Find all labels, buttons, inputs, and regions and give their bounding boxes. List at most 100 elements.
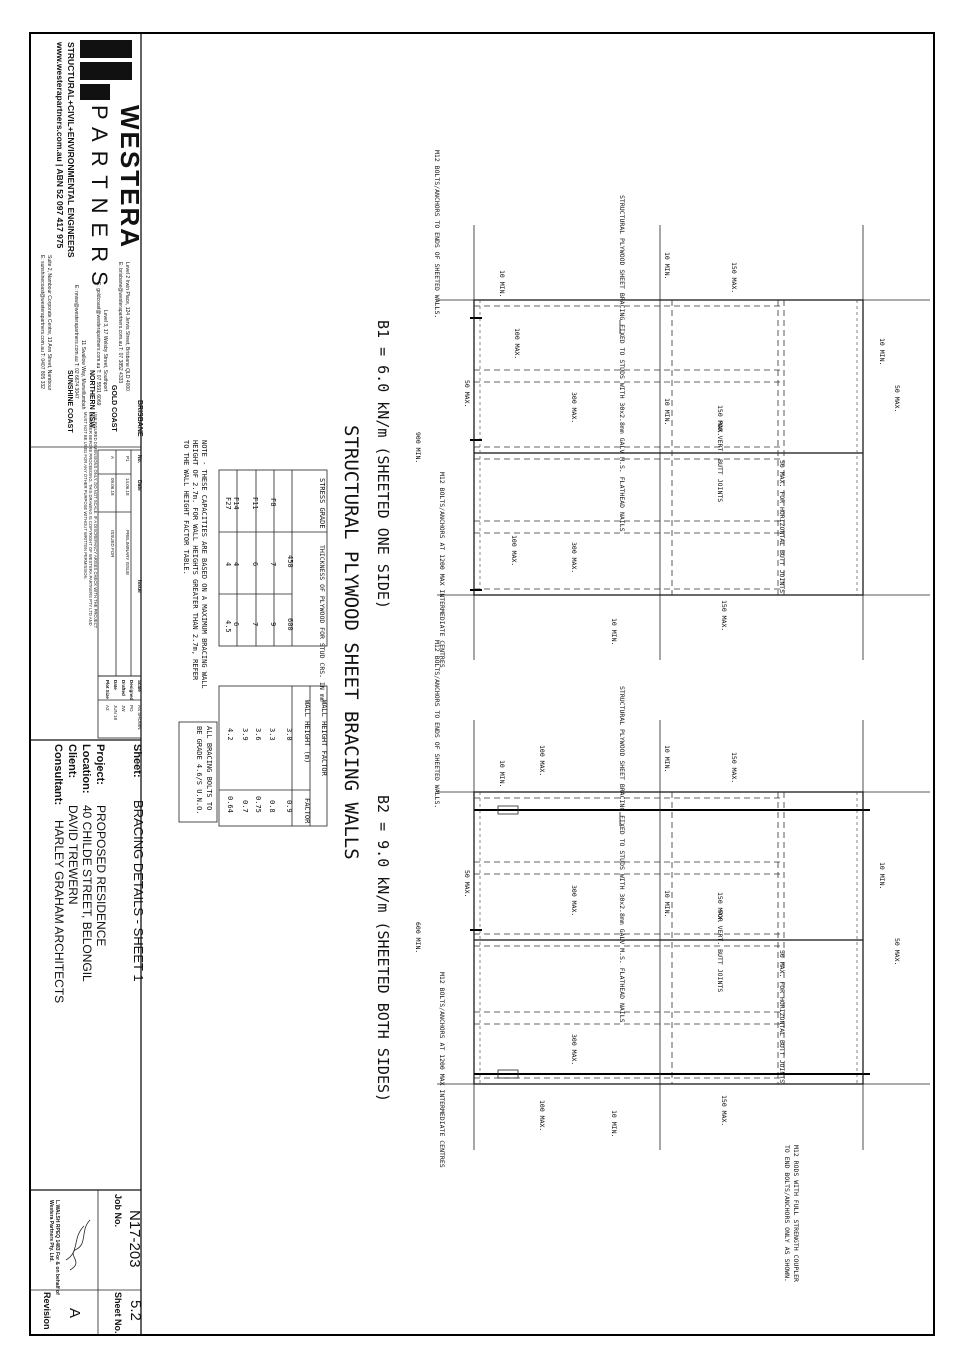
b2-100max-low: 100 MAX. <box>538 1100 546 1131</box>
drawing-title: STRUCTURAL PLYWOOD SHEET BRACING WALLS <box>340 425 362 860</box>
b1-10min-low: 10 MIN. <box>610 618 618 645</box>
factor-row-value: 0.64 <box>226 796 234 813</box>
sheet-label: Sheet: <box>131 744 143 778</box>
stress-row-600: 9 <box>269 622 277 626</box>
sheetno-label: Sheet No. <box>113 1292 123 1334</box>
disclaimer-block: USE FIGURED DIMENSIONS ONLY. DO NOT SCAL… <box>83 412 98 628</box>
b1-m12-ends-note: M12 BOLTS/ANCHORS TO ENDS OF SHEETED WAL… <box>433 150 441 318</box>
company-tagline: STRUCTURAL+CIVIL+ENVIRONMENTAL ENGINEERS <box>66 42 76 258</box>
rev-row-date: 09.06.18 <box>110 478 115 496</box>
b2-horiz-butt: 50 MAX. FOR HORIZONTAL BUTT JOINTS <box>778 950 786 1083</box>
svg-text:JW: JW <box>121 705 126 712</box>
revision-value: A <box>66 1308 83 1318</box>
b2-vert-butt: FOR VERT. BUTT JOINTS <box>716 910 724 992</box>
consultant-value: HARLEY GRAHAM ARCHITECTS <box>52 820 66 1003</box>
stress-row-450: 7 <box>269 562 277 566</box>
svg-text:NORTHERN NSW: NORTHERN NSW <box>88 370 95 428</box>
b2-10min-top: 10 MIN. <box>498 760 506 787</box>
company-partners: PARTNERS <box>87 105 112 295</box>
stress-row-450: 6 <box>251 562 259 566</box>
sub-header-600: 600 <box>286 618 294 631</box>
b2-10min-stud: 10 MIN. <box>663 745 671 772</box>
b2-100max-top: 100 MAX. <box>538 745 546 776</box>
b2-50max-right: 50 MAX. <box>893 938 901 965</box>
svg-text:Level 2 Irwin Place, 124 Jervi: Level 2 Irwin Place, 124 Jervis Street, … <box>124 262 130 391</box>
b2-600min: 600 MIN. <box>414 922 422 953</box>
svg-text:PO: PO <box>129 705 134 712</box>
svg-text:Date: Date <box>113 680 118 690</box>
svg-text:Level 3, 17 Welsby Street, Sou: Level 3, 17 Welsby Street, Southport <box>102 310 108 392</box>
rev-row-no: A <box>110 456 115 459</box>
b2-50max-left: 50 MAX. <box>463 870 471 897</box>
rev-header-no: No. <box>136 455 142 464</box>
b2-ply-note: STRUCTURAL PLYWOOD SHEET BRACING FIXED T… <box>618 686 626 1023</box>
svg-text:SUNSHINE COAST: SUNSHINE COAST <box>66 370 73 433</box>
b2-150max-top: 150 MAX. <box>730 752 738 783</box>
factor-row-value: 0.7 <box>241 800 249 813</box>
office-sunshine-coast: SUNSHINE COAST Suite 2, Nambour Corporat… <box>39 255 73 433</box>
b1-10min-stud: 10 MIN. <box>663 252 671 279</box>
b2-10min-mid: 10 MIN. <box>663 890 671 917</box>
svg-text:A3: A3 <box>105 705 110 711</box>
factor-row-height: 4.2 <box>226 728 234 741</box>
b2-m12-1200: M12 BOLTS/ANCHORS AT 1200 MAX INTERMEDIA… <box>438 972 446 1168</box>
factor-col-factor: FACTOR <box>303 798 311 824</box>
factor-table-header: WALL HEIGHT FACTOR <box>320 700 328 777</box>
b1-10min-mid: 10 MIN. <box>663 398 671 425</box>
b2-10min-right: 10 MIN. <box>878 862 886 889</box>
detail-drafted: Drafted JW <box>121 680 126 712</box>
rev-row-issue: ISSUED FOR <box>110 530 115 558</box>
b1-ply-note: STRUCTURAL PLYWOOD SHEET BRACING FIXED T… <box>618 195 626 532</box>
stress-row-600: 6 <box>232 622 240 626</box>
factor-row-value: 0.9 <box>285 800 293 813</box>
detail-date: Date JUN 18 <box>113 680 118 721</box>
revision-label: Revision <box>42 1292 52 1330</box>
wall-height-factor-table <box>218 685 328 827</box>
factor-row-height: 3.6 <box>254 728 262 741</box>
b1-50max-right: 50 MAX. <box>893 385 901 412</box>
stress-grade-table <box>218 469 328 647</box>
panel-b2 <box>437 720 930 1150</box>
svg-text:AS SHOWN: AS SHOWN <box>137 705 142 730</box>
svg-text:11 Swallow Way, Murwillumbah: 11 Swallow Way, Murwillumbah <box>80 340 86 410</box>
b1-150max-low: 150 MAX. <box>720 600 728 631</box>
bolt-note: ALL BRACING BOLTS TO BE GRADE 4.6/S U.N.… <box>195 726 213 815</box>
b1-100max-top: 100 MAX. <box>513 328 521 359</box>
b1-10min-top: 10 MIN. <box>498 270 506 297</box>
company-web: www.westerapartners.com.au | ABN 52 097 … <box>55 41 65 249</box>
b2-300max-lower: 300 MAX. <box>570 1034 578 1065</box>
svg-text:JUN 18: JUN 18 <box>113 705 118 721</box>
project-label: Project: <box>94 744 106 785</box>
svg-text:E: goldcoast@westerapartners.c: E: goldcoast@westerapartners.com.au T: 0… <box>95 282 101 406</box>
rpeq-block: L.WALSH RPEQ 1483 For & on behalf of Wes… <box>48 1200 60 1295</box>
stress-row-grade: F14 <box>232 497 240 510</box>
company-name: WESTERA <box>115 105 145 249</box>
detail-scale: Scale AS SHOWN <box>137 680 142 730</box>
project-value: PROPOSED RESIDENCE <box>94 805 108 946</box>
m12-rods-note: M12 RODS WITH FULL STRENGTH COUPLER TO E… <box>783 1145 800 1282</box>
client-value: DAVID TREWERN <box>66 805 80 905</box>
b1-m12-1200: M12 BOLTS/ANCHORS AT 1200 MAX INTERMEDIA… <box>438 472 446 668</box>
details-table <box>97 675 142 739</box>
b1-horiz-butt: 50 MAX. FOR HORIZONTAL BUTT JOINTS <box>778 460 786 593</box>
svg-text:Designed: Designed <box>129 680 134 701</box>
b1-100max-low: 100 MAX. <box>510 535 518 566</box>
b1-10min-right: 10 MIN. <box>878 338 886 365</box>
rev-row-no: P1 <box>125 456 130 462</box>
sheet-number: 5.2 <box>127 1300 144 1321</box>
b2-150max-mid: 150 MAX. <box>716 892 724 923</box>
office-gold-coast: GOLD COAST Level 3, 17 Welsby Street, So… <box>95 282 117 432</box>
svg-text:GOLD COAST: GOLD COAST <box>110 385 117 432</box>
sheet-border <box>29 32 935 1336</box>
factor-row-height: 3.3 <box>268 728 276 741</box>
b2-300max-upper: 300 MAX. <box>570 885 578 916</box>
b1-300max-lower: 300 MAX. <box>570 542 578 573</box>
svg-text:Drafted: Drafted <box>121 680 126 696</box>
client-label: Client: <box>66 744 78 778</box>
stress-row-600: 4.5 <box>224 620 232 633</box>
b2-150max-low: 150 MAX. <box>720 1095 728 1126</box>
factor-row-height: 3.0 <box>285 728 293 741</box>
job-number: N17-203 <box>126 1210 143 1268</box>
